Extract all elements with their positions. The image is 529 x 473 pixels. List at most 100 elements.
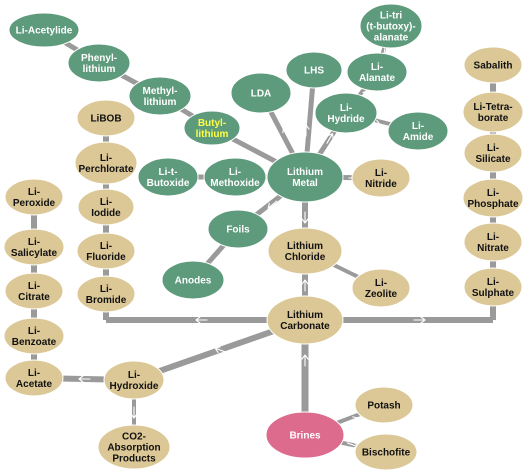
node-potash-label: Potash bbox=[367, 401, 400, 412]
node-li-phosphate-label: Li- bbox=[487, 188, 499, 199]
node-li-zeolite: Li-Zeolite bbox=[351, 268, 411, 308]
node-li-amide-shape bbox=[387, 111, 449, 151]
node-li-fluoride-shape bbox=[76, 232, 136, 270]
node-li-nitride-shape bbox=[351, 158, 411, 198]
node-potash: Potash bbox=[354, 386, 414, 424]
node-li-amide-label: Li- bbox=[412, 121, 424, 132]
node-lda-shape bbox=[230, 72, 292, 114]
node-lithium-metal-label: Metal bbox=[292, 178, 318, 189]
node-li-benzoate-label: Li- bbox=[28, 326, 40, 337]
node-lithium-metal-label: Lithium bbox=[287, 167, 323, 178]
node-li-tetraborate: Li-Tetra-borate bbox=[462, 91, 524, 133]
node-bischofite-label: Bischofite bbox=[362, 448, 411, 459]
node-foils-shape bbox=[207, 209, 269, 249]
flow-arrow-icon bbox=[267, 200, 278, 209]
node-li-peroxide-label: Peroxide bbox=[13, 198, 56, 209]
node-li-nitride-label: Li- bbox=[375, 168, 387, 179]
node-li-bromide-label: Bromide bbox=[86, 295, 127, 306]
flow-arrow-icon bbox=[326, 133, 334, 144]
node-li-hydride: Li-Hydride bbox=[314, 92, 378, 134]
node-li-hydroxide: Li-Hydroxide bbox=[103, 360, 165, 400]
node-li-bromide: Li-Bromide bbox=[76, 275, 136, 313]
node-lda-label: LDA bbox=[251, 89, 272, 100]
node-li-nitrate-shape bbox=[463, 222, 523, 262]
node-li-bromide-label: Li- bbox=[100, 284, 112, 295]
node-li-sulphate-shape bbox=[463, 267, 523, 307]
node-li-peroxide-label: Li- bbox=[28, 187, 40, 198]
node-li-perchlorate-shape bbox=[74, 141, 138, 185]
node-lithium-carbonate-label: Lithium bbox=[287, 310, 323, 321]
node-li-t-butoxide-shape bbox=[137, 157, 199, 197]
node-co2-absorption-products-label: Absorption bbox=[107, 443, 160, 454]
node-li-methoxide: Li-Methoxide bbox=[203, 157, 267, 197]
node-li-nitride: Li-Nitride bbox=[351, 158, 411, 198]
node-phenyl-lithium-shape bbox=[67, 43, 131, 83]
node-li-methoxide-shape bbox=[203, 157, 267, 197]
node-butyl-lithium-label: Butyl- bbox=[198, 118, 226, 129]
node-li-phosphate: Li-Phosphate bbox=[462, 178, 524, 218]
diagram-nodes: Li-AcetylidePhenyl-lithiumMethyl-lithium… bbox=[3, 3, 524, 471]
flow-arrow-icon bbox=[301, 279, 309, 292]
node-bischofite: Bischofite bbox=[354, 433, 418, 471]
node-li-fluoride-label: Li- bbox=[100, 241, 112, 252]
node-li-benzoate-shape bbox=[3, 317, 65, 355]
node-phenyl-lithium: Phenyl-lithium bbox=[67, 43, 131, 83]
flow-arrow-icon bbox=[78, 375, 91, 383]
node-phenyl-lithium-label: lithium bbox=[83, 64, 116, 75]
node-lithium-chloride-shape bbox=[267, 227, 343, 275]
node-li-alanate: Li-Alanate bbox=[346, 52, 408, 92]
node-li-tri-t-butoxy-alanate-shape bbox=[359, 3, 423, 49]
node-li-silicate-label: Li- bbox=[487, 143, 499, 154]
node-libob-label: LiBOB bbox=[90, 114, 121, 125]
node-li-acetate-shape bbox=[4, 359, 64, 397]
node-li-silicate-shape bbox=[463, 133, 523, 173]
node-methyl-lithium-shape bbox=[128, 76, 192, 116]
node-li-salicylate-shape bbox=[3, 228, 65, 266]
node-li-hydroxide-label: Li- bbox=[128, 370, 140, 381]
node-li-nitrate: Li-Nitrate bbox=[463, 222, 523, 262]
node-li-acetate-label: Li- bbox=[28, 368, 40, 379]
node-sabalith-shape bbox=[463, 46, 523, 84]
flow-arrow-icon bbox=[271, 146, 282, 154]
node-li-tri-t-butoxy-alanate-label: Li-tri bbox=[380, 11, 402, 22]
flow-arrow-icon bbox=[130, 406, 138, 419]
node-li-bromide-shape bbox=[76, 275, 136, 313]
node-li-peroxide: Li-Peroxide bbox=[4, 178, 64, 216]
flow-arrow-icon bbox=[413, 316, 426, 324]
node-li-hydroxide-label: Hydroxide bbox=[110, 381, 159, 392]
node-li-tetraborate-label: Li-Tetra- bbox=[473, 102, 512, 113]
node-butyl-lithium: Butyl-lithium bbox=[183, 110, 241, 146]
node-li-acetylide-label: Li-Acetylide bbox=[16, 26, 73, 37]
node-li-phosphate-label: Phosphate bbox=[467, 199, 519, 210]
node-li-hydroxide-shape bbox=[103, 360, 165, 400]
node-li-acetate: Li-Acetate bbox=[4, 359, 64, 397]
node-lhs-label: LHS bbox=[304, 66, 324, 77]
node-li-benzoate: Li-Benzoate bbox=[3, 317, 65, 355]
node-potash-shape bbox=[354, 386, 414, 424]
node-butyl-lithium-label: lithium bbox=[196, 129, 229, 140]
node-li-perchlorate: Li-Perchlorate bbox=[74, 141, 138, 185]
node-li-amide-label: Amide bbox=[403, 132, 434, 143]
node-brines: Brines bbox=[265, 411, 345, 459]
node-methyl-lithium: Methyl-lithium bbox=[128, 76, 192, 116]
node-li-t-butoxide: Li-t-Butoxide bbox=[137, 157, 199, 197]
flow-arrow-icon bbox=[346, 264, 358, 272]
node-brines-label: Brines bbox=[289, 431, 321, 442]
node-li-benzoate-label: Benzoate bbox=[12, 337, 57, 348]
node-li-methoxide-label: Methoxide bbox=[210, 178, 260, 189]
node-li-fluoride-label: Fluoride bbox=[86, 252, 126, 263]
node-li-iodide-shape bbox=[77, 188, 135, 226]
node-li-acetate-label: Acetate bbox=[16, 379, 53, 390]
node-methyl-lithium-label: lithium bbox=[144, 97, 177, 108]
node-li-citrate-shape bbox=[4, 272, 64, 310]
node-li-zeolite-shape bbox=[351, 268, 411, 308]
node-li-t-butoxide-label: Butoxide bbox=[147, 178, 190, 189]
flow-arrow-icon bbox=[301, 211, 309, 224]
node-li-acetylide-shape bbox=[8, 12, 80, 48]
node-lithium-carbonate-shape bbox=[266, 295, 344, 345]
node-li-zeolite-label: Zeolite bbox=[365, 289, 398, 300]
node-butyl-lithium-shape bbox=[183, 110, 241, 146]
node-li-nitrate-label: Li- bbox=[487, 232, 499, 243]
node-li-alanate-label: Li- bbox=[371, 62, 383, 73]
